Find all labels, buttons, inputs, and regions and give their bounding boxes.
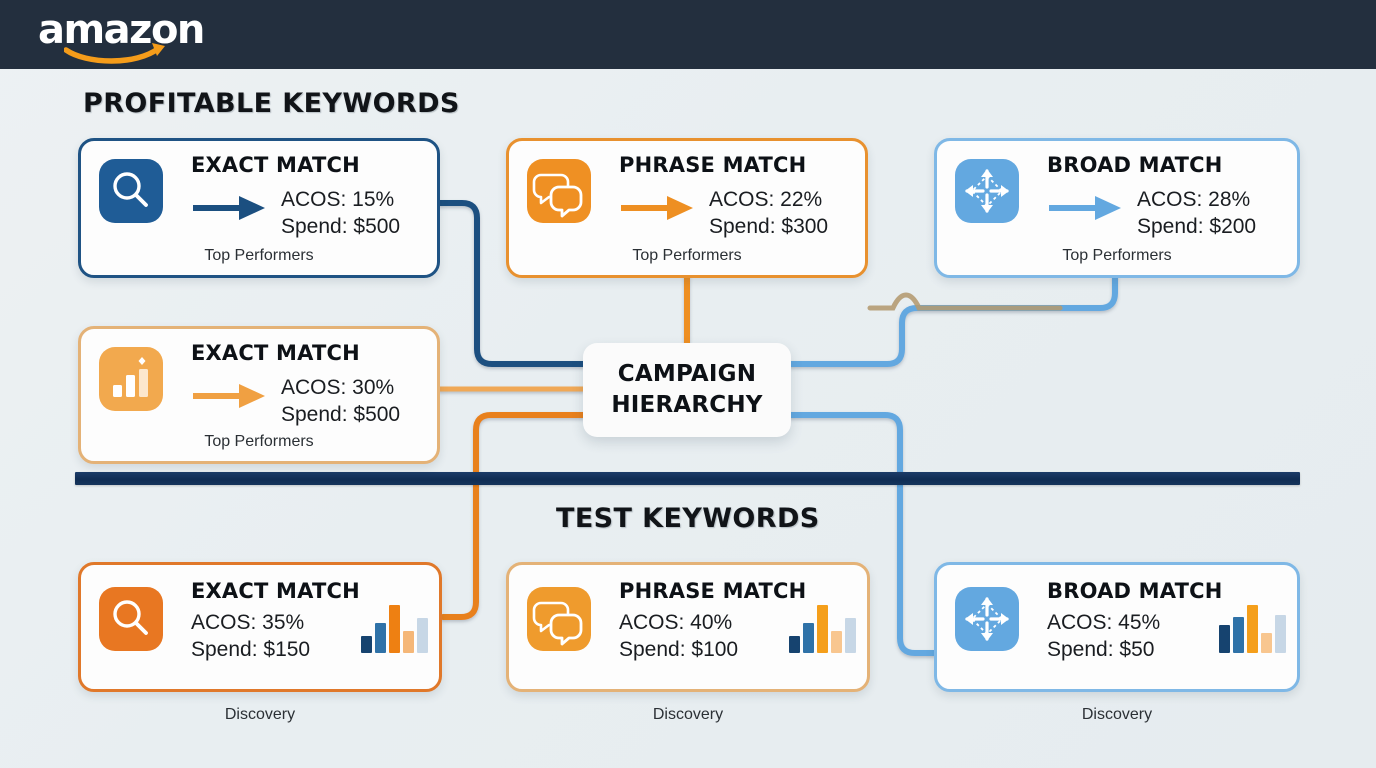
card-footer-label: Top Performers [204, 247, 314, 264]
bar-1 [361, 636, 372, 653]
card-footer-label: Top Performers [632, 247, 742, 264]
card-title: EXACT MATCH [191, 579, 360, 603]
card-spend: Spend: $500 [281, 403, 401, 426]
arrow-icon [619, 193, 699, 223]
expand-arrows-icon [955, 587, 1019, 651]
card-title: EXACT MATCH [191, 153, 360, 177]
mini-bar-chart [789, 605, 856, 653]
card-acos: ACOS: 30% [281, 376, 395, 399]
chat-bubbles-icon [527, 159, 591, 223]
bar-5 [1275, 615, 1286, 653]
wire-hub-to-broad-test [788, 412, 937, 656]
card-footer-label-phrase-test: Discovery [652, 706, 724, 723]
mini-bar-chart [1219, 605, 1286, 653]
section-divider-bar [75, 472, 1300, 485]
card-spend: Spend: $500 [281, 215, 401, 238]
bar-1 [1219, 625, 1230, 653]
card-phrase-match-test[interactable]: PHRASE MATCH ACOS: 40% Spend: $100 [506, 562, 870, 692]
campaign-hierarchy-hub[interactable]: CAMPAIGN HIERARCHY [583, 343, 791, 437]
arrow-icon [191, 381, 271, 411]
arrow-icon [191, 193, 271, 223]
hub-line-1: CAMPAIGN [617, 361, 757, 387]
card-title: PHRASE MATCH [619, 153, 807, 177]
bar-2 [803, 623, 814, 653]
wire-hub-to-exact-test [440, 412, 586, 620]
card-title: BROAD MATCH [1047, 579, 1223, 603]
bar-3 [389, 605, 400, 653]
amazon-swoosh-icon [64, 43, 165, 64]
card-title: BROAD MATCH [1047, 153, 1223, 177]
arrow-icon [1047, 193, 1127, 223]
mini-bar-chart [361, 605, 428, 653]
card-acos: ACOS: 35% [191, 611, 305, 634]
bar-1 [789, 636, 800, 653]
card-spend: Spend: $200 [1137, 215, 1257, 238]
bar-4 [1261, 633, 1272, 653]
card-acos: ACOS: 15% [281, 188, 395, 211]
card-exact-match-test[interactable]: EXACT MATCH ACOS: 35% Spend: $150 [78, 562, 442, 692]
card-broad-match-top[interactable]: BROAD MATCH ACOS: 28% Spend: $200 Top Pe… [934, 138, 1300, 278]
bar-4 [403, 631, 414, 653]
bar-5 [845, 618, 856, 653]
wire-broad-top-to-hub [788, 273, 1118, 367]
card-title: PHRASE MATCH [619, 579, 807, 603]
card-acos: ACOS: 22% [709, 188, 823, 211]
magnifier-icon [99, 587, 163, 651]
card-title: EXACT MATCH [191, 341, 360, 365]
profitable-keywords-heading: PROFITABLE KEYWORDS [83, 88, 460, 119]
chat-bubbles-icon [527, 587, 591, 651]
hub-line-2: HIERARCHY [611, 392, 763, 418]
card-exact-match-top[interactable]: EXACT MATCH ACOS: 15% Spend: $500 Top Pe… [78, 138, 440, 278]
card-footer-label-broad-test: Discovery [1081, 706, 1153, 723]
magnifier-icon [99, 159, 163, 223]
card-spend: Spend: $50 [1047, 638, 1155, 661]
card-phrase-match-top[interactable]: PHRASE MATCH ACOS: 22% Spend: $300 Top P… [506, 138, 868, 278]
bar-5 [417, 618, 428, 653]
test-keywords-heading: TEST KEYWORDS [556, 503, 820, 534]
card-broad-match-test[interactable]: BROAD MATCH ACOS: 45% Spend: $50 [934, 562, 1300, 692]
bar-3 [1247, 605, 1258, 653]
card-spend: Spend: $150 [191, 638, 311, 661]
bar-chart-sparkle-icon [99, 347, 163, 411]
card-acos: ACOS: 40% [619, 611, 733, 634]
amazon-wordmark: amazon [38, 7, 205, 53]
expand-arrows-icon [955, 159, 1019, 223]
wire-exact-top-to-hub [437, 200, 586, 367]
card-acos: ACOS: 28% [1137, 188, 1251, 211]
card-footer-label: Top Performers [204, 433, 314, 450]
card-spend: Spend: $300 [709, 215, 829, 238]
amazon-logo[interactable]: amazon [38, 7, 205, 64]
amazon-header-bar: amazon [0, 0, 1376, 69]
bar-2 [1233, 617, 1244, 653]
card-exact-match-second[interactable]: EXACT MATCH ACOS: 30% Spend: $500 Top Pe… [78, 326, 440, 464]
card-spend: Spend: $100 [619, 638, 739, 661]
card-footer-label: Top Performers [1062, 247, 1172, 264]
card-footer-label-exact-test: Discovery [224, 706, 296, 723]
bar-3 [817, 605, 828, 653]
bar-2 [375, 623, 386, 653]
bar-4 [831, 631, 842, 653]
card-acos: ACOS: 45% [1047, 611, 1161, 634]
